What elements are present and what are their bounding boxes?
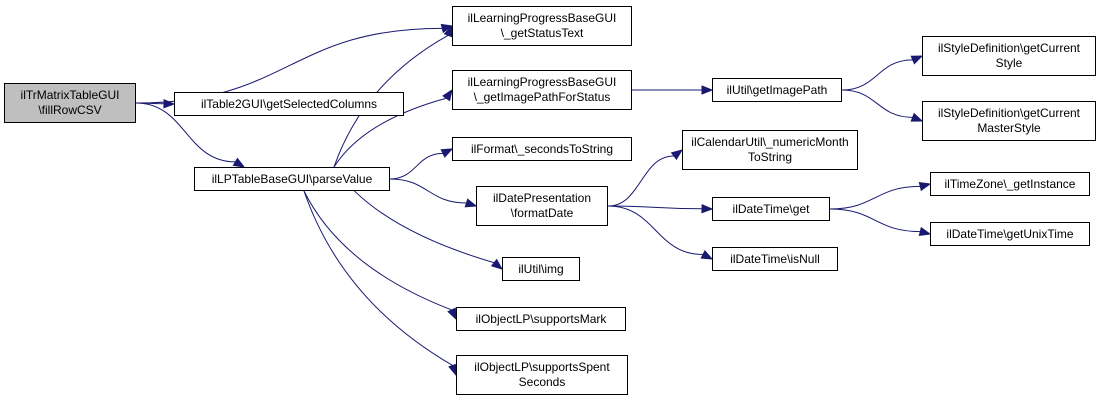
node-label-line: ToString [747,150,793,164]
node-label-line: \_getImagePathForStatus [473,90,611,104]
edge-fillrowcsv-to-parsevalue [135,102,236,163]
node-label-line: \_getStatusText [500,26,584,40]
edge-formatdate-to-numericmonthtostring [607,155,675,207]
edge-arrowhead [464,198,478,208]
node-getselectedcolumns[interactable]: ilTable2GUI\getSelectedColumns [174,92,404,116]
edge-arrowhead [440,148,454,158]
node-label-line: ilObjectLP\supportsMark [475,311,607,326]
node-label-line: ilDatePresentation [492,191,592,205]
node-label-line: ilFormat\_secondsToString [470,141,614,156]
node-datetimeget[interactable]: ilDateTime\get [712,197,830,221]
edge-getimagepath-to-getcurrentstyle [841,59,913,91]
edge-parsevalue-to-supportsspentseconds [303,190,454,366]
node-label-line: ilStyleDefinition\getCurrent [937,106,1081,120]
node-secondstostring[interactable]: ilFormat\_secondsToString [452,137,632,161]
node-getstatustext[interactable]: ilLearningProgressBaseGUI\_getStatusText [452,6,632,46]
node-label-line: ilDateTime\get [732,201,810,216]
edge-parsevalue-to-getstatustext [333,34,449,168]
node-label-line: ilStyleDefinition\getCurrent [937,41,1081,55]
node-formatdate[interactable]: ilDatePresentation\formatDate [476,186,608,226]
node-fillrowcsv: ilTrMatrixTableGUI\fillRowCSV [4,83,136,123]
edge-arrowhead [918,226,932,237]
node-label-line: ilLearningProgressBaseGUI [467,75,617,89]
node-label-line: ilDateTime\isNull [730,251,820,266]
node-label-line: ilUtil\img [518,261,564,276]
edge-arrowhead [443,24,453,38]
edge-datetimeget-to-getinstance [829,185,921,210]
node-label-line: Seconds [518,375,566,389]
node-getunixtime[interactable]: ilDateTime\getUnixTime [930,222,1090,246]
edge-arrowhead [442,88,453,102]
edge-arrowhead [700,250,714,260]
node-supportsmark[interactable]: ilObjectLP\supportsMark [456,307,626,331]
edge-formatdate-to-datetimeisnull [607,205,704,255]
node-label-line: ilDateTime\getUnixTime [946,226,1074,241]
node-label-line: ilUtil\getImagePath [726,82,828,97]
edge-arrowhead [490,258,504,270]
edge-arrowhead [918,181,932,192]
edge-getimagepath-to-getcurrentmasterstyle [841,89,913,118]
node-label-line: ilTrMatrixTableGUI [20,88,120,102]
edge-arrowhead [701,203,714,214]
node-label-line: ilTimeZone\_getInstance [944,176,1076,191]
node-label-line: ilLearningProgressBaseGUI [467,11,617,25]
edge-parsevalue-to-secondstostring [389,152,443,180]
node-label-line: \formatDate [510,206,574,220]
node-label-line: ilLPTableBaseGUI\parseValue [211,171,373,186]
node-label-line: Style [995,56,1023,70]
edge-arrowhead [232,157,246,168]
node-img[interactable]: ilUtil\img [502,257,580,281]
node-label-line: ilObjectLP\supportsSpent [474,360,610,374]
edge-arrowhead [910,55,924,65]
edge-arrowhead [701,85,714,95]
node-label-line: ilCalendarUtil\_numericMonth [691,135,849,149]
node-getimagepathforstatus[interactable]: ilLearningProgressBaseGUI\_getImagePathF… [452,70,632,110]
node-getimagepath[interactable]: ilUtil\getImagePath [712,78,842,102]
edge-parsevalue-to-getimagepathforstatus [333,97,447,168]
edge-arrowhead [447,307,457,321]
node-datetimeisnull[interactable]: ilDateTime\isNull [712,247,838,271]
edge-parsevalue-to-formatdate [389,178,467,204]
edge-arrowhead [910,112,924,122]
edge-arrowhead [670,149,684,161]
node-label-line: \fillRowCSV [38,103,102,117]
node-label-line: ilTable2GUI\getSelectedColumns [200,96,378,111]
node-label-line: MasterStyle [977,121,1041,135]
node-getinstance[interactable]: ilTimeZone\_getInstance [930,172,1090,196]
edge-parsevalue-to-supportsmark [303,190,452,311]
edge-datetimeget-to-getunixtime [829,208,921,233]
edge-formatdate-to-datetimeget [607,205,703,210]
edge-arrowhead [440,23,454,34]
node-parsevalue[interactable]: ilLPTableBaseGUI\parseValue [194,167,390,191]
edge-arrowhead [163,98,176,109]
